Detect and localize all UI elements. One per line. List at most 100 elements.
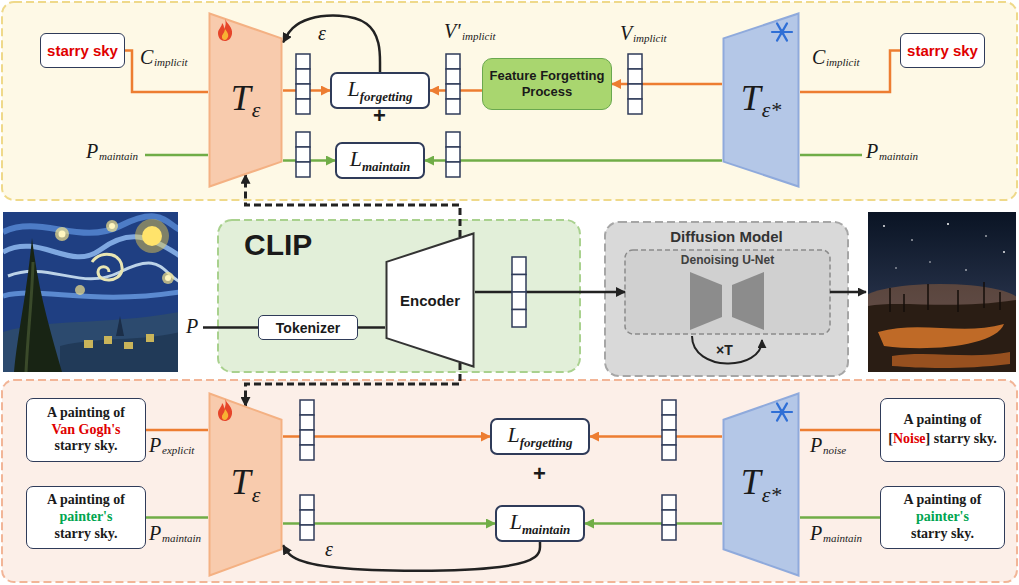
feature-vector bbox=[512, 257, 526, 327]
vector-cell bbox=[512, 292, 526, 310]
feature-vector bbox=[300, 495, 314, 540]
vector-cell bbox=[296, 147, 310, 162]
node-outline bbox=[210, 14, 282, 187]
text-encoder: Tε bbox=[208, 12, 283, 188]
vector-cell bbox=[300, 445, 314, 460]
text-encoder: Tε bbox=[208, 392, 283, 577]
vector-cell bbox=[300, 525, 314, 540]
node-outline bbox=[722, 12, 800, 188]
vector-cell bbox=[628, 99, 642, 114]
node-text: Feature Forgetting Process bbox=[488, 68, 606, 101]
text-group: Lmaintain bbox=[350, 146, 411, 175]
math-subscript: maintain bbox=[99, 150, 138, 162]
math-subscript: explicit bbox=[162, 444, 194, 456]
night-landscape-photo bbox=[878, 324, 1004, 348]
node-outline bbox=[387, 234, 474, 367]
math-symbol: P bbox=[866, 140, 878, 163]
connector bbox=[358, 326, 385, 329]
output-arrow bbox=[830, 291, 866, 294]
night-landscape-photo bbox=[957, 290, 959, 312]
vector-cell bbox=[446, 69, 460, 84]
node-text: maintain bbox=[522, 522, 570, 537]
node-text: maintain bbox=[362, 159, 410, 174]
node-outline bbox=[724, 394, 799, 576]
math-subscript: implicit bbox=[633, 32, 667, 44]
math-subscript: maintain bbox=[162, 532, 201, 544]
night-landscape-photo bbox=[883, 225, 885, 227]
math-symbol: P bbox=[86, 140, 98, 163]
trainable-flame-icon bbox=[218, 399, 232, 421]
night-landscape-photo bbox=[929, 261, 930, 262]
connector bbox=[283, 522, 495, 525]
node-text: A painting of bbox=[904, 492, 982, 509]
feature-vector bbox=[628, 54, 642, 114]
vector-cell bbox=[296, 69, 310, 84]
trainable-flame-icon bbox=[222, 409, 228, 420]
vector-cell bbox=[628, 54, 642, 69]
starry-night-painting bbox=[55, 227, 69, 241]
text-group: Feature Forgetting Process bbox=[488, 68, 606, 101]
vector-cell bbox=[446, 132, 460, 147]
night-landscape-photo bbox=[890, 282, 1000, 312]
frozen-snowflake-icon bbox=[777, 403, 787, 420]
vector-cell bbox=[296, 54, 310, 69]
node-outline bbox=[210, 394, 282, 576]
text-group: Lforgetting bbox=[508, 422, 573, 451]
node-outline bbox=[722, 392, 800, 577]
unet-hourglass bbox=[690, 272, 764, 330]
text-group: Tε bbox=[231, 77, 261, 124]
node-text: L bbox=[508, 422, 520, 447]
text-group: Encoder bbox=[400, 292, 460, 309]
night-landscape-photo bbox=[889, 288, 891, 312]
vector-cell bbox=[300, 510, 314, 525]
night-landscape-photo bbox=[947, 223, 949, 225]
vector-cell bbox=[300, 430, 314, 445]
connector bbox=[283, 542, 540, 571]
starry-night-painting bbox=[124, 342, 133, 349]
vector-cell bbox=[662, 495, 676, 510]
trainable-flame-icon bbox=[222, 29, 228, 40]
night-landscape-photo bbox=[999, 292, 1001, 310]
vector-cell bbox=[446, 54, 460, 69]
vector-cell bbox=[300, 415, 314, 430]
connector bbox=[246, 175, 461, 237]
math-symbol: ×T bbox=[716, 342, 733, 358]
diffusion-background bbox=[605, 222, 848, 376]
math-subscript: implicit bbox=[462, 30, 496, 42]
node-text: CLIP bbox=[218, 220, 580, 262]
connector bbox=[585, 522, 722, 525]
prompt-line bbox=[203, 326, 258, 329]
node-text: ε* bbox=[762, 97, 782, 122]
night-landscape-photo bbox=[892, 352, 1010, 368]
node-text: [ bbox=[888, 431, 893, 446]
node-text: Van Gogh's bbox=[47, 422, 125, 439]
edge-label: ε bbox=[325, 538, 333, 561]
night-landscape-photo bbox=[911, 239, 913, 241]
vector-cell bbox=[300, 495, 314, 510]
starry-night-painting bbox=[135, 219, 169, 253]
node-text: T bbox=[231, 462, 251, 502]
node-text: starry sky bbox=[907, 42, 978, 59]
starry-night-painting bbox=[142, 226, 162, 246]
starry-night-painting bbox=[106, 220, 118, 232]
night-landscape-photo bbox=[1003, 251, 1005, 253]
night-landscape-photo bbox=[927, 284, 929, 310]
night-landscape-photo bbox=[965, 269, 967, 271]
feature-vector bbox=[296, 132, 310, 177]
math-subscript: implicit bbox=[154, 56, 188, 68]
vector-cell bbox=[628, 84, 642, 99]
starry-night-painting bbox=[75, 285, 85, 295]
feature-vector bbox=[662, 495, 676, 540]
node-text: starry sky bbox=[47, 42, 118, 59]
operator-sign: + bbox=[373, 103, 386, 129]
text-group: A painting of[Noise] starry sky. bbox=[888, 412, 997, 448]
tokenizer-box: Tokenizer bbox=[258, 315, 358, 340]
explicit-panel bbox=[2, 380, 1017, 582]
loss-box: Lmaintain bbox=[335, 142, 425, 179]
node-text: forgetting bbox=[360, 89, 413, 104]
frozen-snowflake-icon bbox=[772, 403, 792, 420]
vector-cell bbox=[662, 525, 676, 540]
encoder-block: Encoder bbox=[385, 232, 475, 368]
